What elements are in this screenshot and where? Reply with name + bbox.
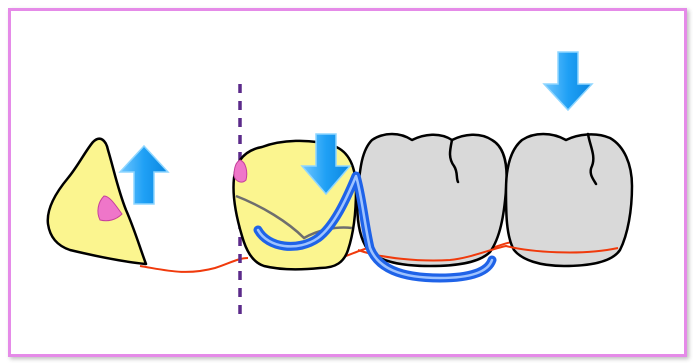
residual-root-fragment: [48, 139, 146, 264]
second-molar: [506, 134, 632, 266]
downward-force-arrow-molar: [544, 52, 592, 110]
upward-force-arrow: [120, 146, 168, 204]
first-molar: [357, 134, 506, 266]
